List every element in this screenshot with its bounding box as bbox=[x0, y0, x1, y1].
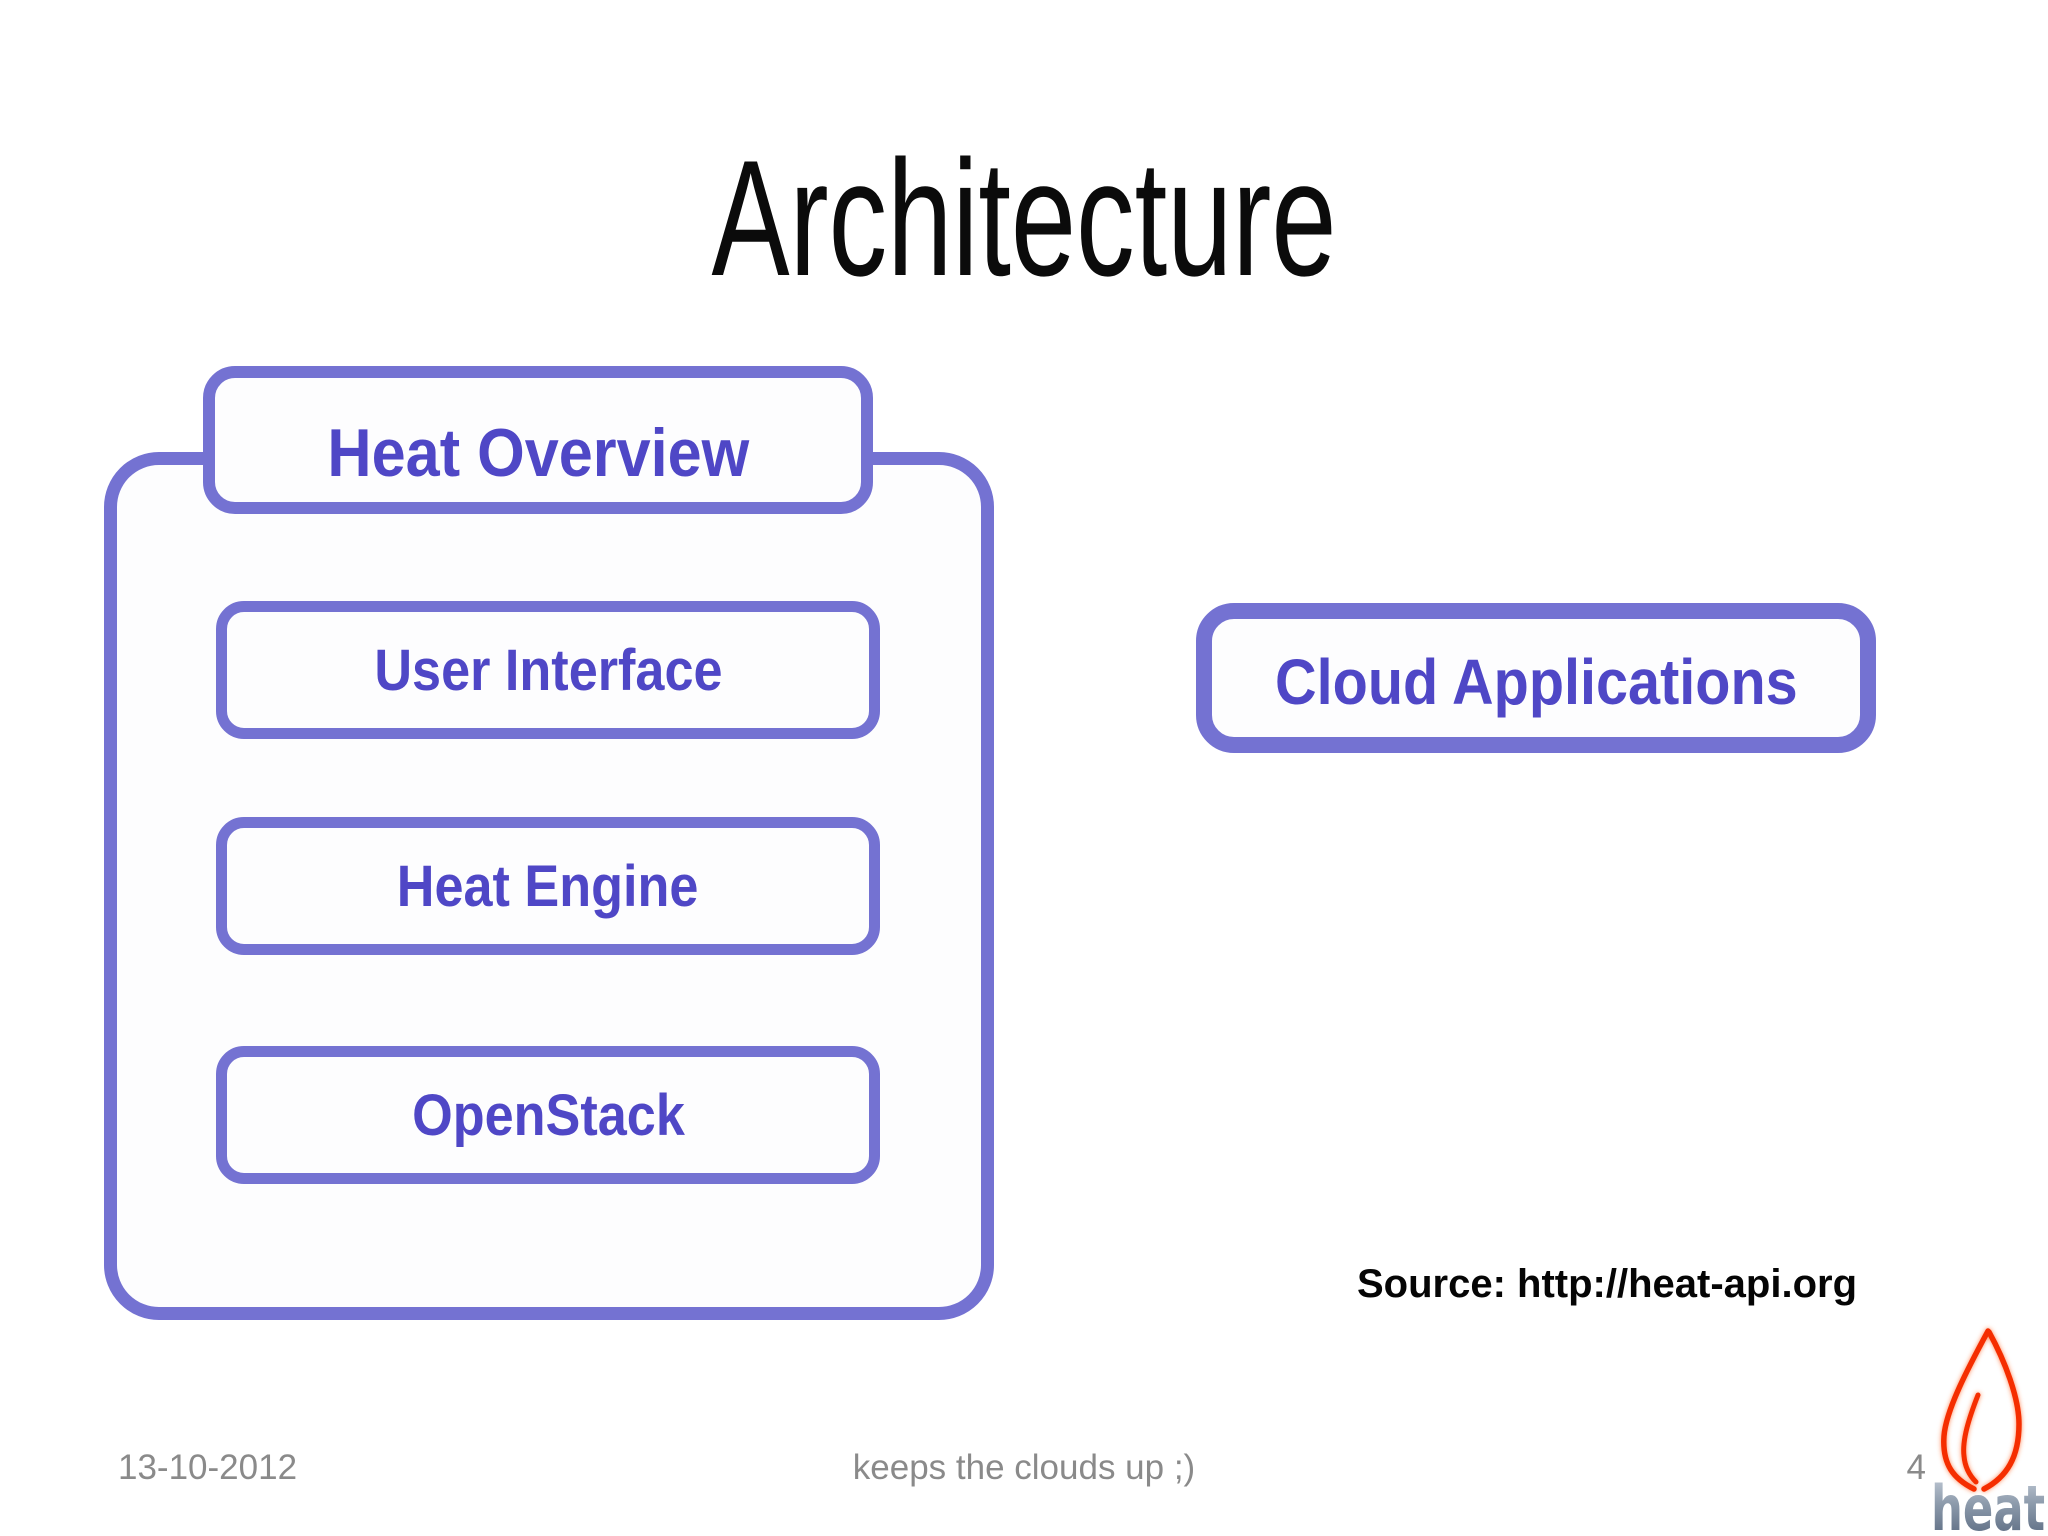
user-interface-label: User Interface bbox=[373, 637, 723, 703]
heat-engine-box: Heat Engine bbox=[216, 817, 880, 955]
source-note: Source: http://heat-api.org bbox=[1357, 1262, 1857, 1306]
footer-page-number: 4 bbox=[1906, 1448, 1926, 1487]
heat-engine-label: Heat Engine bbox=[397, 853, 699, 919]
openstack-box: OpenStack bbox=[216, 1046, 880, 1184]
openstack-label: OpenStack bbox=[411, 1082, 685, 1148]
heat-overview-label: Heat Overview bbox=[327, 415, 749, 491]
heat-logo: heat bbox=[1928, 1318, 2048, 1536]
heat-flame-icon: heat bbox=[1931, 1328, 2045, 1536]
heat-logo-text: heat bbox=[1931, 1472, 2045, 1536]
heat-overview-tab: Heat Overview bbox=[203, 366, 873, 514]
user-interface-box: User Interface bbox=[216, 601, 880, 739]
footer: 13-10-2012 keeps the clouds up ;) 4 bbox=[0, 1448, 2048, 1494]
footer-tagline: keeps the clouds up ;) bbox=[852, 1448, 1196, 1487]
cloud-applications-label: Cloud Applications bbox=[1274, 646, 1798, 718]
footer-date: 13-10-2012 bbox=[118, 1448, 298, 1487]
page-title: Architecture bbox=[711, 126, 1337, 310]
cloud-applications-box: Cloud Applications bbox=[1196, 603, 1876, 753]
